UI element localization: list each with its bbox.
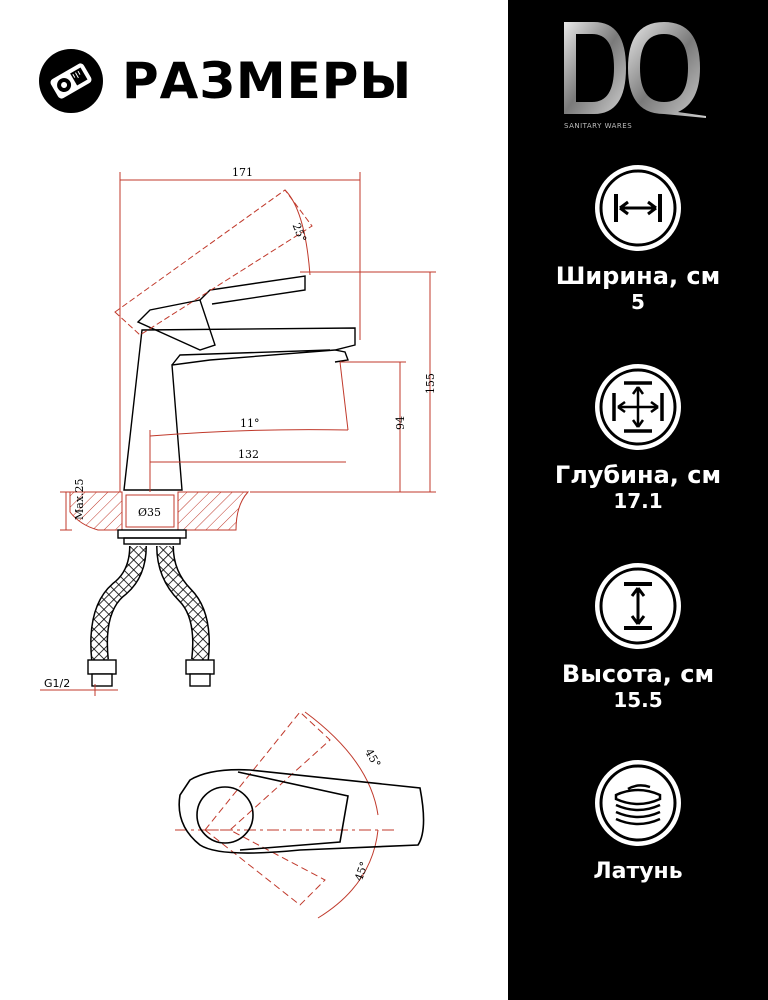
dim-spout-angle: 11°	[240, 417, 260, 430]
dim-max-thickness: Max.25	[73, 478, 86, 520]
dim-rotation-top: 45°	[362, 747, 383, 770]
spec-label: Глубина, см	[554, 461, 722, 489]
spec-value: 5	[631, 290, 645, 315]
specs-panel: SANITARY WARES Ширина, см 5	[508, 0, 768, 1000]
dim-spout-height: 94	[394, 416, 407, 430]
dimension-lines	[40, 172, 436, 696]
faucet-top-view: 45° 45°	[175, 711, 425, 919]
spec-height: Высота, см 15.5	[508, 563, 768, 711]
dim-thread: G1/2	[44, 677, 70, 690]
spec-label: Ширина, см	[555, 262, 721, 290]
dim-spout-reach: 132	[238, 448, 259, 461]
header: РАЗМЕРЫ	[38, 48, 412, 114]
tape-measure-icon	[39, 49, 103, 113]
brand-logo	[564, 22, 706, 118]
page-title: РАЗМЕРЫ	[122, 52, 413, 110]
dim-hole: Ø35	[138, 506, 161, 519]
dim-height-total: 155	[424, 373, 437, 394]
spec-material: Латунь	[508, 760, 768, 884]
brand-subtitle: SANITARY WARES	[564, 122, 633, 130]
height-arrow-icon	[599, 567, 677, 645]
spec-depth: Глубина, см 17.1	[508, 364, 768, 512]
dimension-labels: 171 25° 155 94 11° 132 Max.25 Ø35 G1/2	[44, 166, 437, 690]
depth-arrows-icon	[599, 368, 677, 446]
spec-value: 15.5	[613, 688, 663, 713]
supply-hoses	[87, 545, 215, 687]
spec-label: Латунь	[593, 859, 683, 884]
width-arrow-icon	[599, 169, 677, 247]
spec-width: Ширина, см 5	[508, 165, 768, 313]
dim-rotation-bottom: 45°	[352, 860, 371, 883]
technical-drawing: 171 25° 155 94 11° 132 Max.25 Ø35 G1/2	[40, 166, 437, 919]
faucet-side-view	[117, 275, 356, 545]
material-layers-icon	[599, 764, 677, 842]
spec-label: Высота, см	[561, 660, 715, 688]
dim-width-total: 171	[232, 166, 253, 179]
spec-value: 17.1	[613, 489, 663, 514]
countertop-section	[69, 491, 250, 531]
diagram-panel: РАЗМЕРЫ	[38, 48, 437, 919]
